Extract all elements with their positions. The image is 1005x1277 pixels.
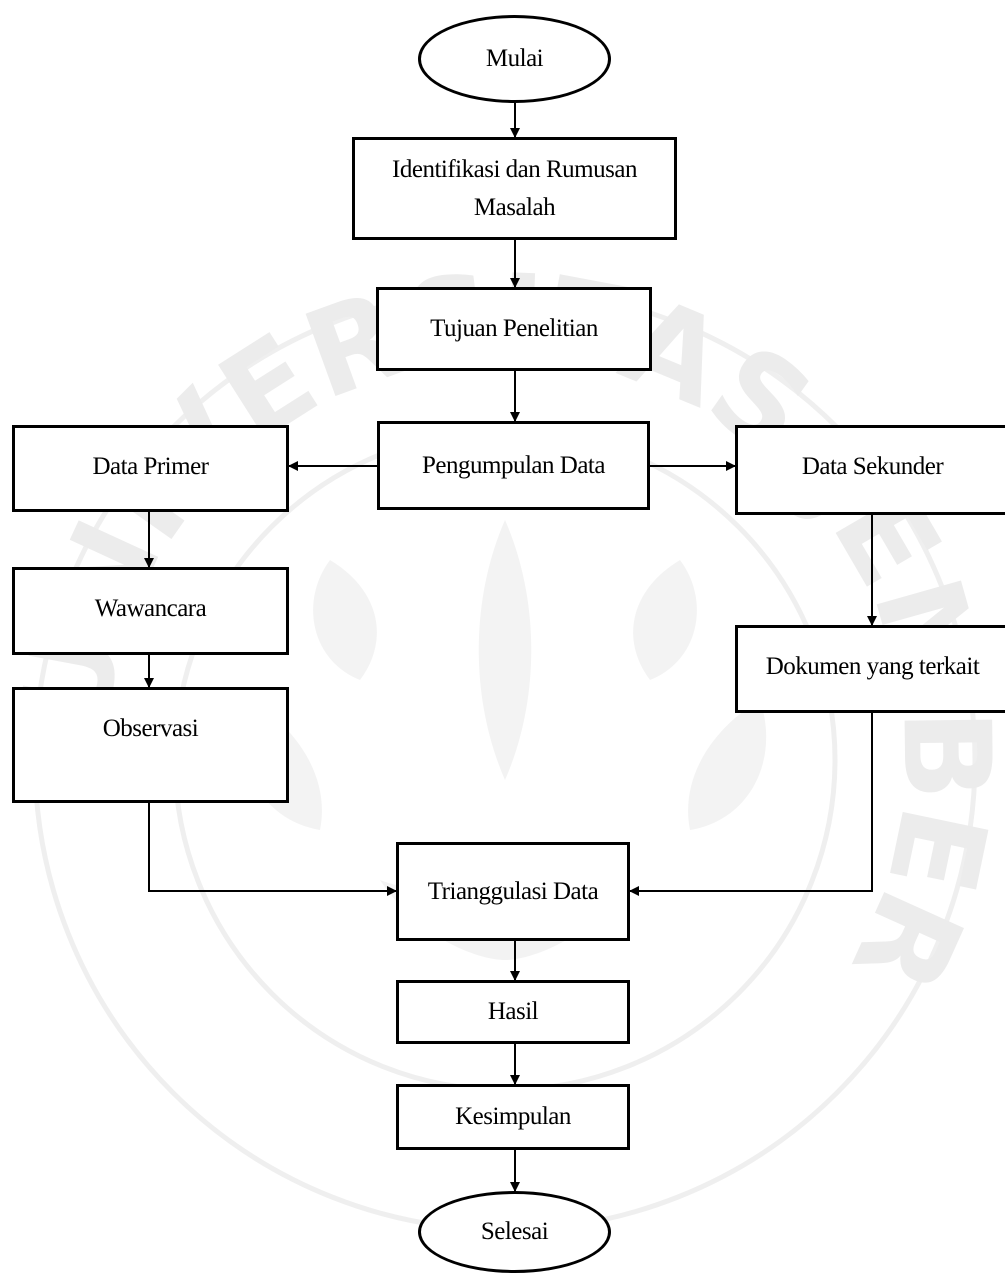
collection-label: Pengumpulan Data <box>422 451 605 479</box>
start-label: Mulai <box>485 45 544 72</box>
result-label: Hasil <box>487 998 539 1025</box>
objective-label: Tujuan Penelitian <box>430 315 598 342</box>
objective-box: Tujuan Penelitian <box>376 287 652 371</box>
conclusion-box: Kesimpulan <box>396 1084 630 1150</box>
result-box: Hasil <box>396 980 630 1044</box>
collection-box: Pengumpulan Data <box>377 421 650 510</box>
triangulation-label: Trianggulasi Data <box>427 877 599 905</box>
observation-box: Observasi <box>12 687 289 803</box>
identification-label: Identifikasi dan Rumusan Masalah <box>392 155 637 221</box>
primary-data-box: Data Primer <box>12 425 289 512</box>
observation-label: Observasi <box>102 715 199 742</box>
secondary-data-label: Data Sekunder <box>801 453 944 480</box>
conclusion-label: Kesimpulan <box>455 1103 571 1130</box>
interview-box: Wawancara <box>12 567 289 655</box>
end-node: Selesai <box>418 1191 611 1273</box>
end-label: Selesai <box>480 1218 549 1245</box>
arrow-observation-to-triangulation <box>148 803 397 896</box>
secondary-data-box: Data Sekunder <box>735 425 1005 515</box>
triangulation-box: Trianggulasi Data <box>396 842 630 941</box>
documents-box: Dokumen yang terkait <box>735 625 1005 713</box>
identification-box: Identifikasi dan Rumusan Masalah <box>352 137 677 240</box>
start-node: Mulai <box>418 15 611 103</box>
documents-label: Dokumen yang terkait <box>765 653 980 680</box>
arrow-documents-to-triangulation <box>629 713 873 896</box>
interview-label: Wawancara <box>94 595 207 622</box>
primary-data-label: Data Primer <box>92 453 209 480</box>
